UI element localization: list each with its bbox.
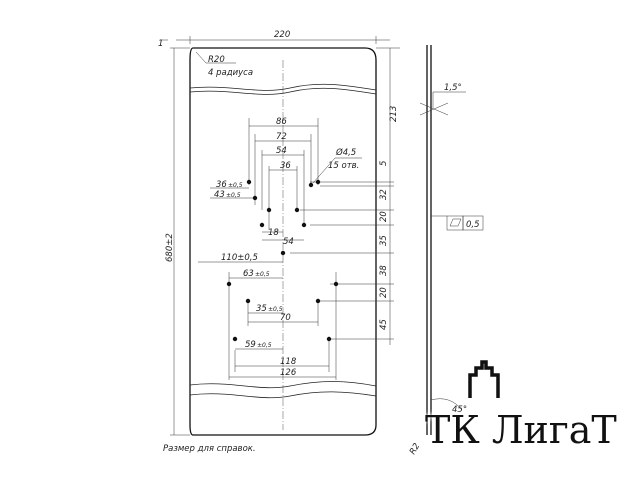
dimension-label: ±0,5 [226,192,241,199]
dimension-label: 72 [276,132,287,142]
hole [294,207,300,213]
dimension-label: 45 [379,319,389,330]
dimension-label: 32 [379,189,389,200]
radius-label: R20 [208,55,225,65]
dimension-label: 213 [389,106,399,122]
dimension-label: ±0,5 [228,182,243,189]
hole [245,298,251,304]
dim-220: 220 1 [158,30,390,49]
hole-dia-label: Ø4,5 [335,147,356,158]
angle-label: 1,5° [444,83,462,93]
hole [326,336,332,342]
radius-note: R20 4 радиуса [195,51,253,78]
dimension-label: 35 [379,235,389,246]
hole [232,336,238,342]
dimension-label: 18 [268,228,279,238]
hole [266,207,272,213]
dim-220-label: 220 [274,30,290,40]
dimension-label: 70 [280,313,291,323]
plate-outline [189,47,377,436]
dimension-label: 59 [245,340,256,350]
dimension-label: 36 [280,161,291,171]
watermark-logo [468,360,500,398]
hole [259,222,265,228]
dimension-label: 126 [280,368,297,378]
dimension-label: 43 [214,190,225,200]
dimension-label: 38 [379,265,389,276]
footnote: Размер для справок. [163,444,256,454]
dimension-label: R2 [408,442,422,457]
dimension-label: 45° [452,405,467,415]
middle-hole: 110±0,5 [198,250,286,263]
hole [333,281,339,287]
dimension-label: 5 [379,161,389,166]
dimension-label: ±0,5 [268,306,283,313]
radius-count-label: 4 радиуса [208,68,253,78]
watermark-text: ТК ЛигаТ [425,408,617,452]
dimension-label: ±0,5 [255,271,270,278]
flatness-label: 0,5 [466,220,480,230]
vertical-chain: 213 5 32 20 35 38 20 45 [290,47,400,345]
hole [280,250,286,256]
dim-1-label: 1 [158,39,163,49]
hole-count-label: 15 отв. [328,161,359,171]
dimension-label: ±0,5 [257,342,272,349]
hole [226,281,232,287]
dimension-label: 54 [276,146,287,156]
dim-680: 680±2 [165,47,190,436]
dimension-label: 86 [276,117,287,127]
hole [252,195,258,201]
dimension-label: 118 [280,357,297,367]
side-profile: 1,5° 0,5 45° R2 [408,45,484,457]
hole [315,298,321,304]
dimension-label: 63 [243,269,254,279]
hole [301,222,307,228]
hole [308,182,314,188]
dimension-label: 20 [379,211,389,222]
dimension-label: 20 [379,287,389,298]
upper-hole-group: 86 72 54 36 18 54 36 ±0,5 43 ±0,5 Ø4,5 1… [210,117,362,247]
dimension-label: 36 [216,180,227,190]
dimension-label: 110±0,5 [221,253,258,263]
hole [246,179,252,185]
dimension-label: 54 [283,237,294,247]
dim-680-label: 680±2 [165,233,175,262]
hole [315,179,321,185]
lower-hole-group: 63 ±0,5 35 ±0,5 70 59 ±0,5 118 126 [226,269,339,380]
dimension-label: 35 [256,304,267,314]
